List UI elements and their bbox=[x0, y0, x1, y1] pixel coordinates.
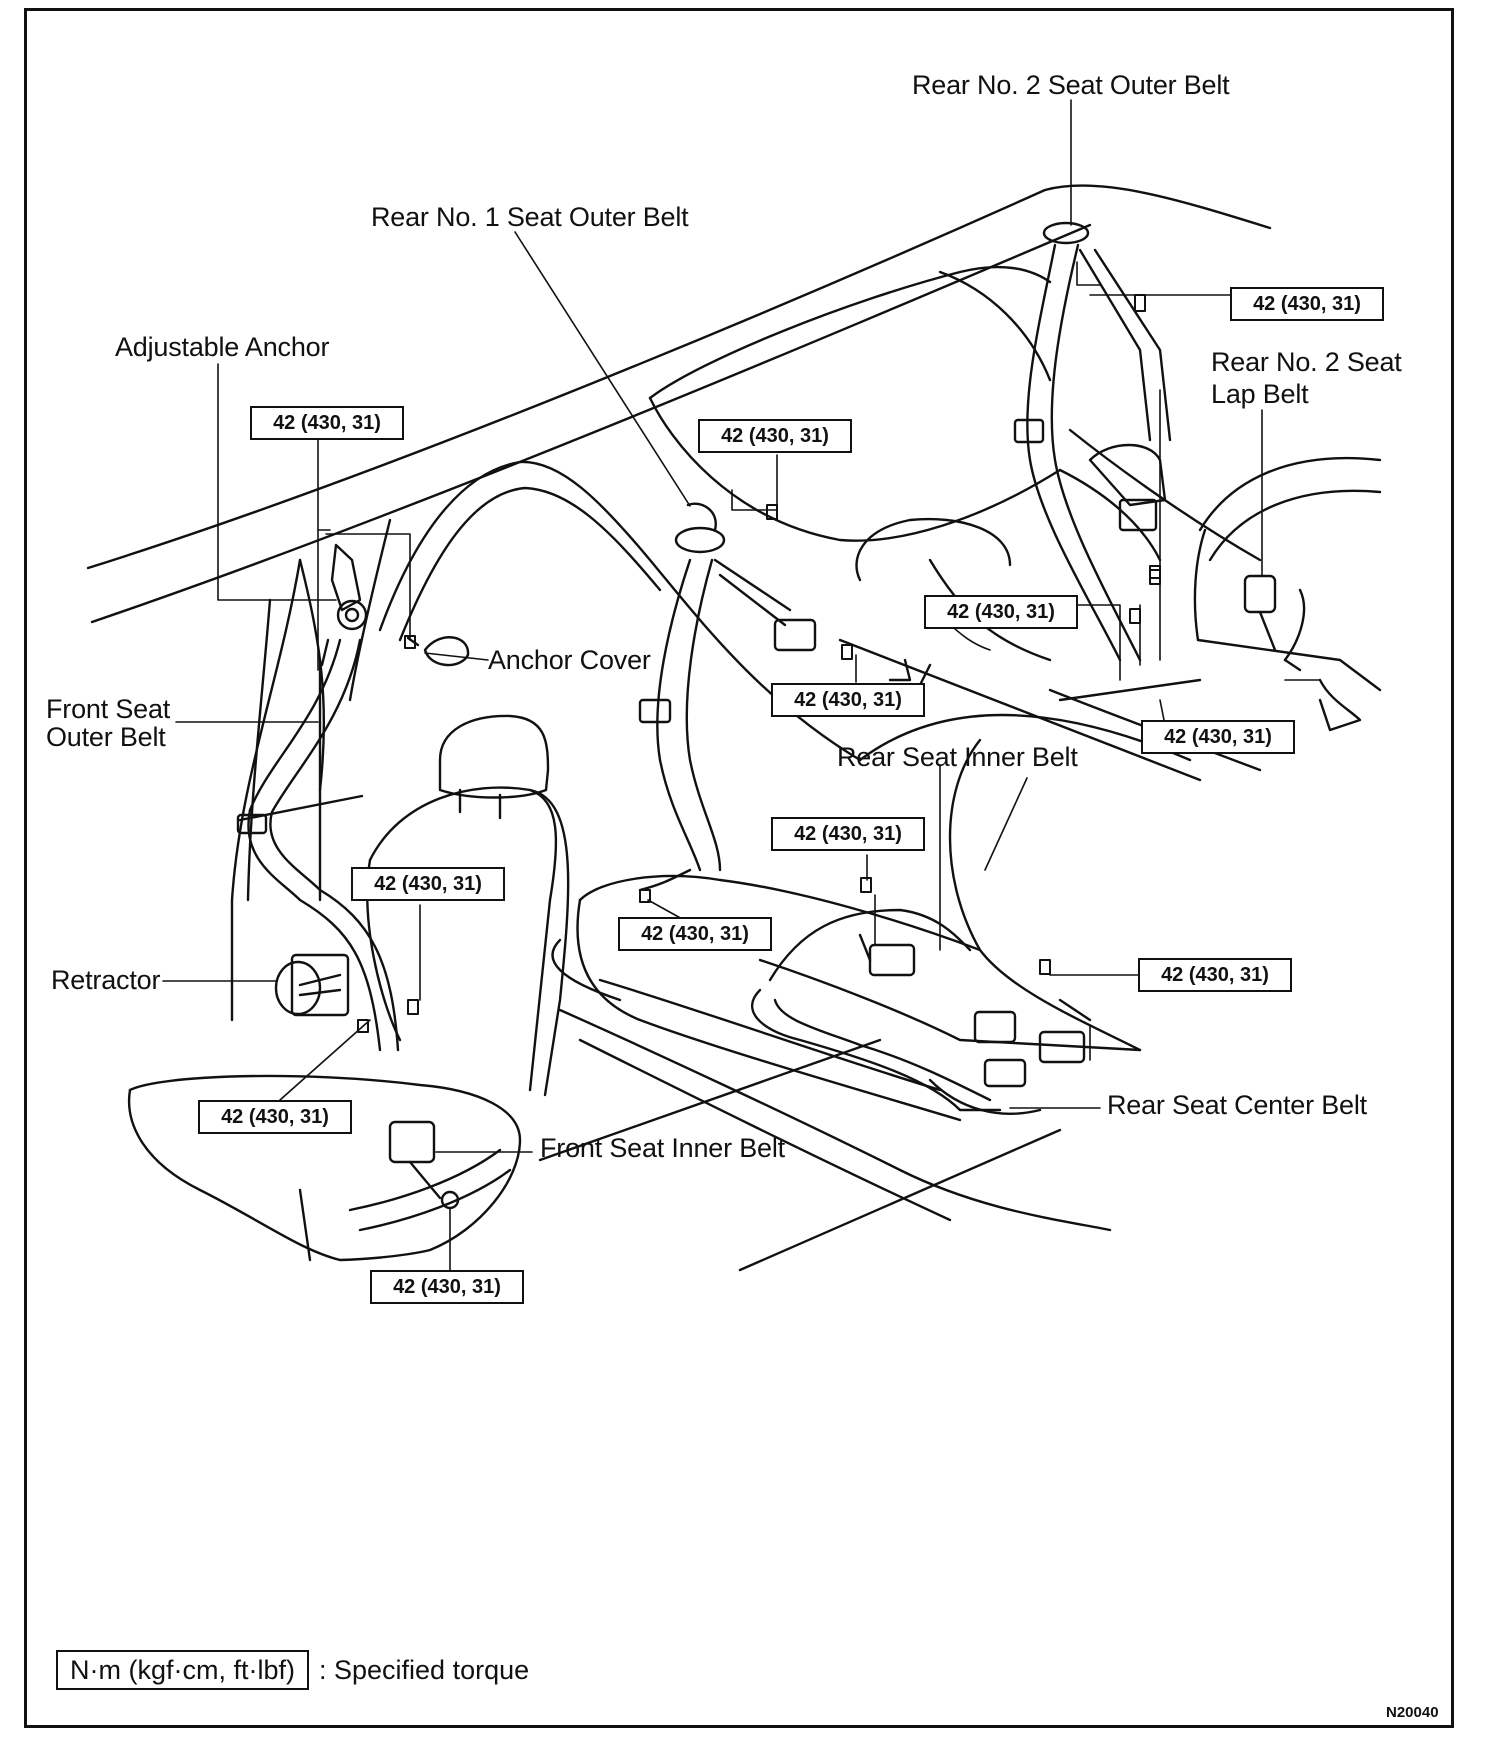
label-rear-no1-seat-outer-belt: Rear No. 1 Seat Outer Belt bbox=[371, 202, 689, 232]
vehicle-body-outline bbox=[88, 185, 1380, 1270]
label-retractor: Retractor bbox=[51, 965, 161, 995]
torque-spec-box: 42 (430, 31) bbox=[618, 917, 772, 951]
torque-spec-box: 42 (430, 31) bbox=[370, 1270, 524, 1304]
torque-spec-box: 42 (430, 31) bbox=[351, 867, 505, 901]
figure-frame bbox=[24, 8, 1454, 1728]
label-rear-seat-center-belt: Rear Seat Center Belt bbox=[1107, 1090, 1367, 1120]
rear-no1-outer-belt-webbing bbox=[640, 504, 815, 890]
torque-spec-box: 42 (430, 31) bbox=[1138, 958, 1292, 992]
rear-inner-belt bbox=[860, 935, 914, 975]
legend-unit-box: N·m (kgf·cm, ft·lbf) bbox=[56, 1650, 309, 1690]
label-front-seat-outer-belt-line2: Outer Belt bbox=[46, 722, 166, 752]
figure-code: N20040 bbox=[1386, 1704, 1439, 1721]
label-front-seat-outer-belt-line1: Front Seat bbox=[46, 694, 171, 724]
label-front-seat-inner-belt: Front Seat Inner Belt bbox=[540, 1133, 785, 1163]
torque-spec-box: 42 (430, 31) bbox=[698, 419, 852, 453]
rear-center-belt bbox=[752, 910, 1090, 1114]
torque-spec-box: 42 (430, 31) bbox=[771, 817, 925, 851]
torque-spec-box: 42 (430, 31) bbox=[250, 406, 404, 440]
label-rear-no2-seat-lap-belt-line1: Rear No. 2 Seat bbox=[1211, 347, 1402, 377]
leader-lines bbox=[163, 100, 1320, 1270]
front-inner-belt-buckle bbox=[390, 1122, 458, 1208]
front-seat-outline bbox=[129, 716, 568, 1260]
retractor-unit bbox=[276, 955, 348, 1015]
torque-spec-box: 42 (430, 31) bbox=[198, 1100, 352, 1134]
label-adjustable-anchor: Adjustable Anchor bbox=[115, 332, 330, 362]
adjustable-anchor-part bbox=[322, 545, 468, 665]
torque-spec-box: 42 (430, 31) bbox=[771, 683, 925, 717]
torque-spec-box: 42 (430, 31) bbox=[1141, 720, 1295, 754]
torque-spec-box: 42 (430, 31) bbox=[924, 595, 1078, 629]
label-rear-no2-seat-lap-belt-line2: Lap Belt bbox=[1211, 379, 1309, 409]
front-outer-belt-webbing bbox=[238, 640, 398, 1050]
rear-no2-lap-belt bbox=[1245, 576, 1360, 730]
legend-specified-torque-text: : Specified torque bbox=[319, 1655, 530, 1685]
label-rear-seat-inner-belt: Rear Seat Inner Belt bbox=[837, 742, 1078, 772]
rear-no2-outer-belt-webbing bbox=[1015, 223, 1170, 660]
torque-spec-box: 42 (430, 31) bbox=[1230, 287, 1384, 321]
label-rear-no2-seat-outer-belt: Rear No. 2 Seat Outer Belt bbox=[912, 70, 1230, 100]
label-anchor-cover: Anchor Cover bbox=[488, 645, 651, 675]
